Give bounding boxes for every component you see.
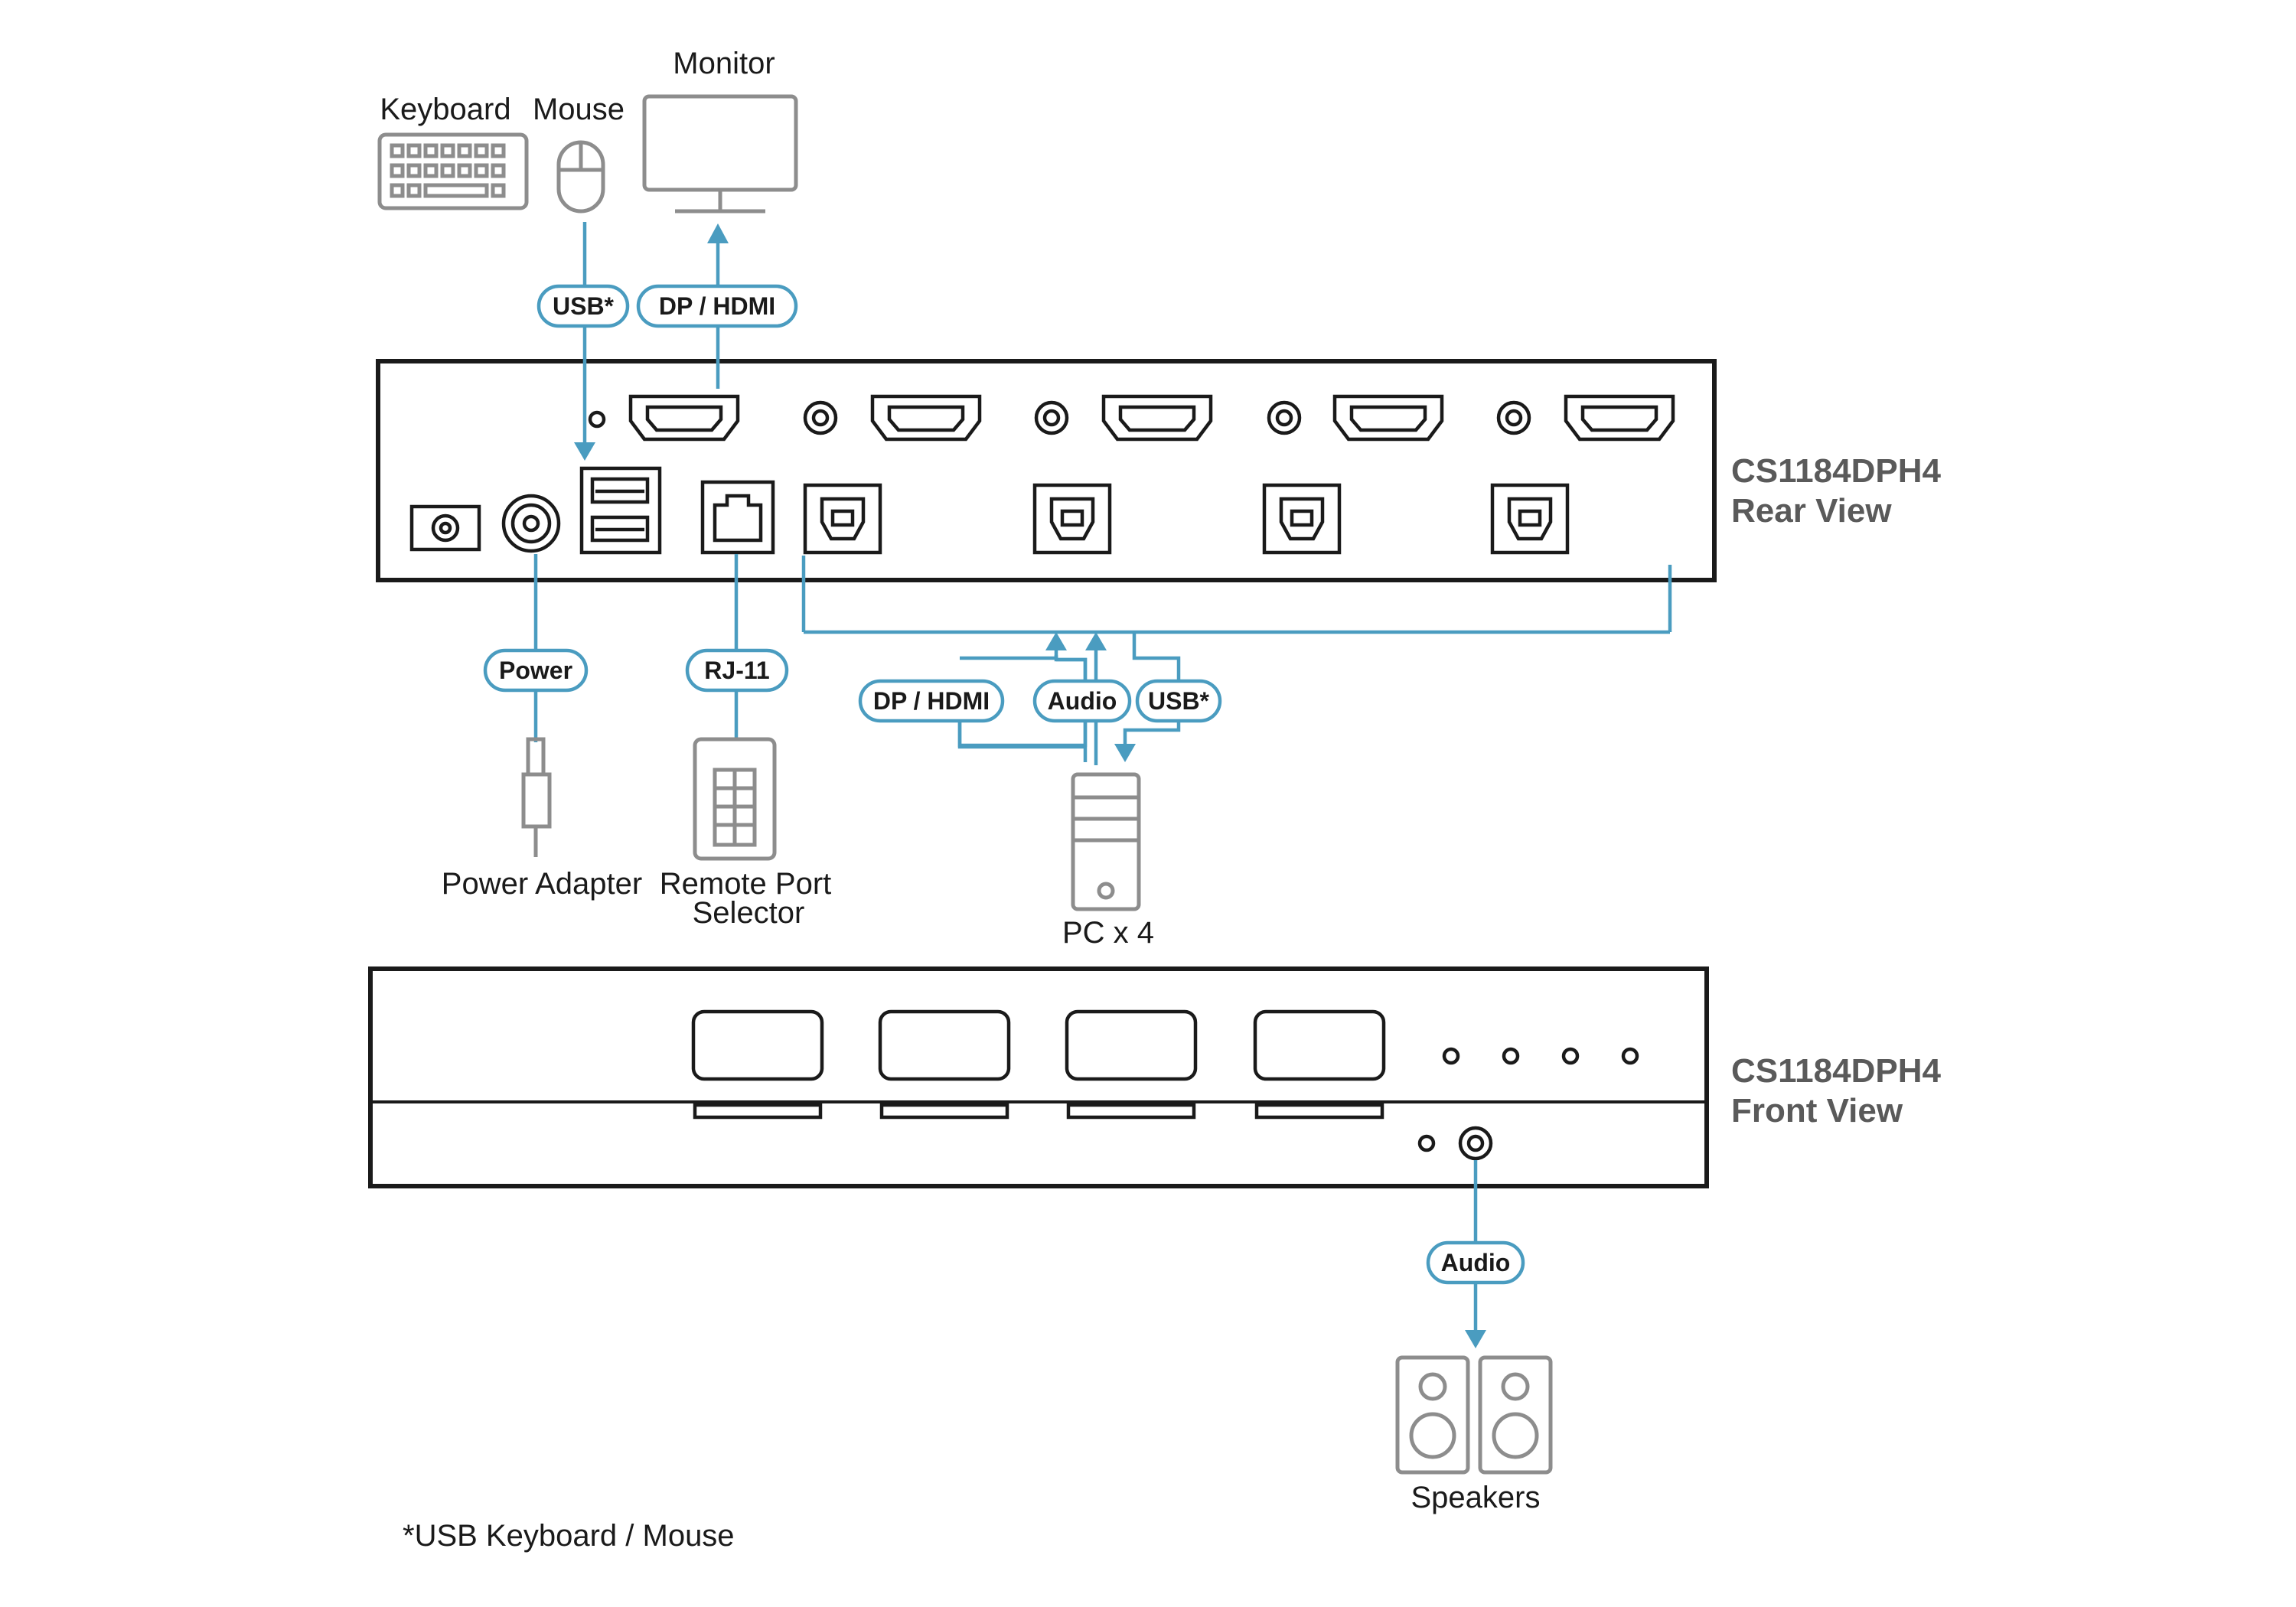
front-indicator-led [1417,1134,1436,1152]
pc-audio-pill: Audio [1032,679,1132,723]
rj11-pill: RJ-11 [685,648,789,693]
pc-label: PC x 4 [1062,916,1154,950]
pc-audio-label: Audio [1048,687,1117,715]
front-view-label: Front View [1731,1092,1903,1129]
usb-kbm-label: USB* [553,292,615,320]
pc-tower-icon [1071,772,1141,911]
keyboard-label: Keyboard [380,93,510,126]
power-adapter-icon [521,737,552,857]
dp-monitor-label: DP / HDMI [659,292,775,320]
power-jack [409,504,481,552]
power-adapter-label: Power Adapter [442,867,642,901]
usb-a-console-ports [579,466,662,555]
front-panel [368,966,1709,1188]
pc-bus-cable [801,556,1672,634]
power-cable-label: Power [499,657,572,684]
speakers-label: Speakers [1411,1481,1541,1514]
rear-panel [376,359,1717,582]
rear-indicator-led [588,410,606,429]
rear-model-label: CS1184DPH4 [1731,452,1941,490]
rear-view-label: Rear View [1731,492,1892,530]
pc-usb-pill: USB* [1135,679,1222,723]
footnote: *USB Keyboard / Mouse [403,1519,735,1553]
keyboard-icon [377,132,529,210]
mouse-label: Mouse [533,93,625,126]
power-switch [501,494,561,553]
speaker-audio-label: Audio [1441,1249,1511,1276]
port-led-3 [1561,1047,1580,1065]
port-led-1 [1442,1047,1460,1065]
rj11-cable-label: RJ-11 [704,657,769,684]
port-led-4 [1621,1047,1639,1065]
rj11-port [700,480,775,555]
monitor-icon [642,94,798,214]
speaker-audio-pill: Audio [1426,1240,1525,1285]
pc-dp-link [957,632,1088,762]
port-led-2 [1502,1047,1520,1065]
front-model-label: CS1184DPH4 [1731,1052,1941,1090]
pc-dp-pill: DP / HDMI [858,679,1005,723]
remote-port-selector-label-2: Selector [693,896,805,930]
usb-kbm-cable [574,222,595,461]
speakers-icon [1395,1355,1553,1475]
remote-port-selector-label-1: Remote Port [660,867,832,901]
monitor-label: Monitor [673,47,775,80]
pc-dp-label: DP / HDMI [873,687,990,715]
mouse-icon [556,140,605,214]
remote-port-selector-icon [693,737,777,861]
usb-kbm-pill: USB* [536,284,630,328]
power-pill: Power [483,648,589,693]
pc-usb-label: USB* [1148,687,1210,715]
dp-monitor-pill: DP / HDMI [636,284,798,328]
